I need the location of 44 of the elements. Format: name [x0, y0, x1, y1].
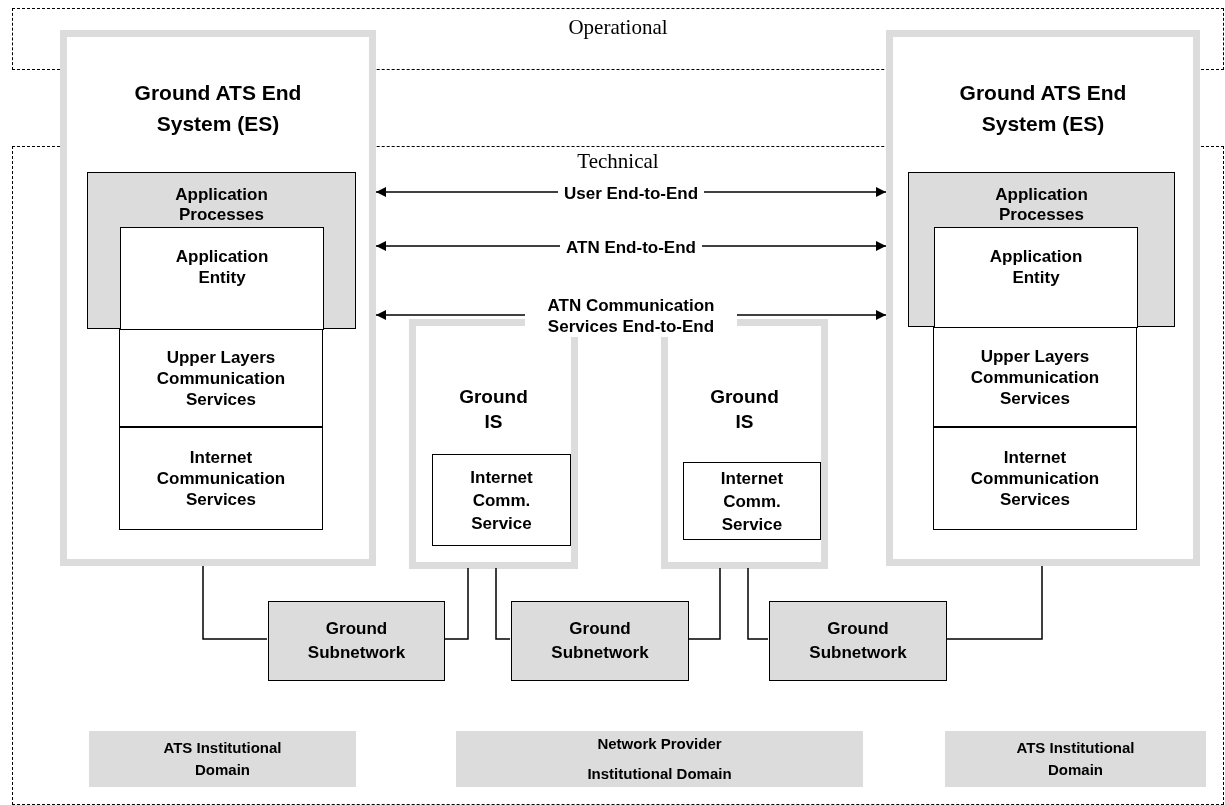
box-label: Ground Subnetwork — [808, 618, 908, 664]
box-label: Ground Subnetwork — [306, 618, 407, 664]
box-label: Ground ATS End System (ES) — [958, 80, 1128, 137]
layer-box — [933, 427, 1137, 530]
box-label: Application Processes — [994, 185, 1089, 225]
layer-box — [119, 329, 323, 427]
connector-line — [687, 567, 721, 640]
connector-line — [495, 567, 511, 640]
band-label: Operational — [568, 17, 668, 38]
network-box — [511, 601, 689, 681]
box-label: Internet Comm. Service — [469, 466, 534, 535]
connector-line — [202, 565, 268, 640]
connector-line — [747, 567, 769, 640]
domain-box — [456, 731, 863, 787]
layer-box — [119, 427, 323, 530]
entity-box — [934, 227, 1138, 328]
band-label: Technical — [577, 151, 659, 172]
box-label: Ground IS — [709, 385, 780, 434]
entity-box — [120, 227, 324, 330]
box-label: Internet Communication Services — [155, 447, 287, 510]
domain-box — [89, 731, 356, 787]
box-label: Internet Comm. Service — [719, 467, 785, 536]
box-label: Application Entity — [988, 246, 1084, 288]
box-label: Application Processes — [174, 185, 269, 225]
box-label: Upper Layers Communication Services — [969, 345, 1101, 409]
box-label: Network Provider Institutional Domain — [586, 734, 733, 784]
box-label: Ground Subnetwork — [550, 618, 650, 664]
box-label: Ground ATS End System (ES) — [133, 80, 303, 137]
box-label: ATS Institutional Domain — [162, 738, 283, 780]
network-box — [268, 601, 445, 681]
service-box — [683, 462, 821, 540]
box-label: Upper Layers Communication Services — [155, 346, 287, 410]
service-box — [432, 454, 571, 546]
connector-line — [443, 567, 469, 640]
box-label: Ground IS — [458, 385, 529, 434]
box-label: ATS Institutional Domain — [1015, 738, 1136, 780]
process-box — [908, 172, 1175, 327]
box-label: Application Entity — [174, 246, 270, 288]
network-box — [769, 601, 947, 681]
box-label: Internet Communication Services — [969, 447, 1101, 510]
process-box — [87, 172, 356, 329]
connector-line — [945, 565, 1043, 640]
domain-box — [945, 731, 1206, 787]
layer-box — [933, 327, 1137, 427]
